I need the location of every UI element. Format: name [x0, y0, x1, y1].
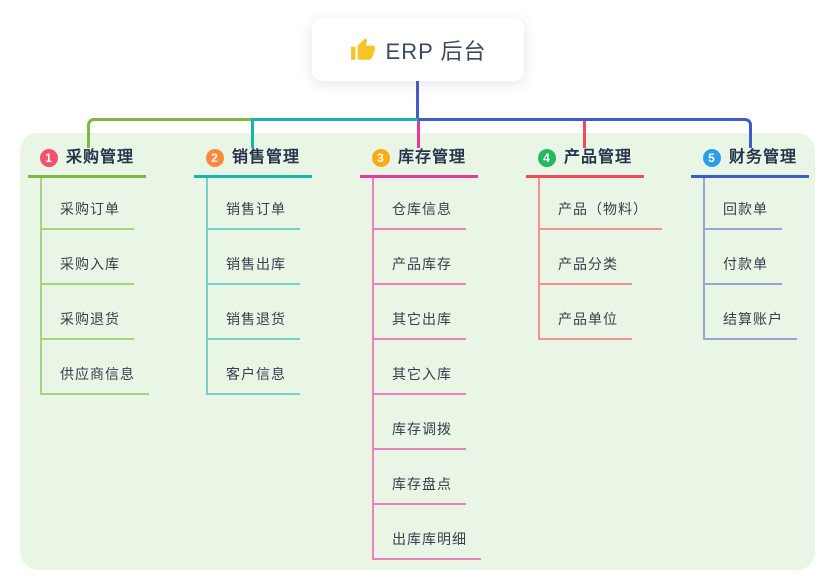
mindmap-item: 其它入库	[374, 340, 481, 395]
connector-branch4-drop	[583, 121, 586, 148]
mindmap-item: 供应商信息	[42, 340, 149, 395]
item-label[interactable]: 结算账户	[705, 309, 797, 340]
mindmap-item: 付款单	[705, 230, 797, 285]
item-label[interactable]: 产品库存	[374, 254, 466, 285]
connector-branch5-elbow	[418, 118, 752, 148]
root-node[interactable]: ERP 后台	[312, 18, 524, 81]
mindmap-item: 产品库存	[374, 230, 481, 285]
mindmap-item: 采购订单	[42, 178, 149, 230]
item-label[interactable]: 销售订单	[208, 199, 300, 230]
branch-badge: 2	[206, 149, 224, 167]
branch-product: 4 产品管理 产品（物料） 产品分类 产品单位	[526, 147, 662, 340]
branch-badge: 4	[538, 149, 556, 167]
mindmap-item: 产品单位	[540, 285, 662, 340]
item-label[interactable]: 出库库明细	[374, 529, 481, 560]
branch-items: 仓库信息 产品库存 其它出库 其它入库 库存调拨 库存盘点 出库库明细	[372, 178, 481, 560]
branch-title-finance[interactable]: 5 财务管理	[691, 147, 810, 178]
item-label[interactable]: 库存调拨	[374, 419, 466, 450]
branch-title-label: 产品管理	[564, 149, 633, 166]
item-label[interactable]: 其它入库	[374, 364, 466, 395]
mindmap-item: 出库库明细	[374, 505, 481, 560]
branch-items: 采购订单 采购入库 采购退货 供应商信息	[40, 178, 149, 395]
item-label[interactable]: 产品（物料）	[540, 199, 662, 230]
branch-title-sales[interactable]: 2 销售管理	[194, 147, 313, 178]
mindmap-item: 客户信息	[208, 340, 300, 395]
mindmap-item: 库存盘点	[374, 450, 481, 505]
branch-title-label: 库存管理	[398, 149, 467, 166]
item-label[interactable]: 其它出库	[374, 309, 466, 340]
root-label: ERP 后台	[385, 38, 487, 64]
mindmap-item: 仓库信息	[374, 178, 481, 230]
mindmap-item: 销售出库	[208, 230, 300, 285]
connector-branch1-elbow	[87, 118, 254, 148]
item-label[interactable]: 供应商信息	[42, 364, 149, 395]
mindmap-item: 产品分类	[540, 230, 662, 285]
item-label[interactable]: 销售出库	[208, 254, 300, 285]
connector-branch2-drop	[251, 118, 254, 148]
mindmap-item: 结算账户	[705, 285, 797, 340]
mindmap-item: 产品（物料）	[540, 178, 662, 230]
branch-badge: 3	[372, 149, 390, 167]
branch-title-product[interactable]: 4 产品管理	[526, 147, 645, 178]
connector-branch2-horizontal	[252, 118, 418, 121]
item-label[interactable]: 采购入库	[42, 254, 134, 285]
item-label[interactable]: 库存盘点	[374, 474, 466, 505]
mindmap-item: 销售订单	[208, 178, 300, 230]
branch-sales: 2 销售管理 销售订单 销售出库 销售退货 客户信息	[194, 147, 313, 395]
branch-items: 产品（物料） 产品分类 产品单位	[538, 178, 662, 340]
mindmap-item: 采购退货	[42, 285, 149, 340]
branch-title-label: 财务管理	[729, 149, 798, 166]
item-label[interactable]: 回款单	[705, 199, 782, 230]
item-label[interactable]: 采购退货	[42, 309, 134, 340]
mindmap-item: 其它出库	[374, 285, 481, 340]
branch-finance: 5 财务管理 回款单 付款单 结算账户	[691, 147, 810, 340]
branch-title-purchase[interactable]: 1 采购管理	[28, 147, 147, 178]
item-label[interactable]: 付款单	[705, 254, 782, 285]
mindmap-item: 库存调拨	[374, 395, 481, 450]
branch-badge: 5	[703, 149, 721, 167]
connector-root	[416, 80, 419, 120]
item-label[interactable]: 采购订单	[42, 199, 134, 230]
branch-purchase: 1 采购管理 采购订单 采购入库 采购退货 供应商信息	[28, 147, 149, 395]
branches-panel	[20, 133, 815, 570]
mindmap-item: 回款单	[705, 178, 797, 230]
branch-items: 回款单 付款单 结算账户	[703, 178, 797, 340]
branch-title-label: 销售管理	[232, 149, 301, 166]
branch-items: 销售订单 销售出库 销售退货 客户信息	[206, 178, 300, 395]
branch-inventory: 3 库存管理 仓库信息 产品库存 其它出库 其它入库 库存调拨 库存盘点 出库库…	[360, 147, 481, 560]
branch-title-label: 采购管理	[66, 149, 135, 166]
item-label[interactable]: 销售退货	[208, 309, 300, 340]
mindmap-item: 采购入库	[42, 230, 149, 285]
branch-title-inventory[interactable]: 3 库存管理	[360, 147, 479, 178]
connector-branch3-drop	[417, 121, 420, 148]
item-label[interactable]: 产品单位	[540, 309, 632, 340]
mindmap-item: 销售退货	[208, 285, 300, 340]
item-label[interactable]: 产品分类	[540, 254, 632, 285]
item-label[interactable]: 客户信息	[208, 364, 300, 395]
item-label[interactable]: 仓库信息	[374, 199, 466, 230]
branch-badge: 1	[40, 149, 58, 167]
thumbs-up-icon	[350, 37, 375, 60]
